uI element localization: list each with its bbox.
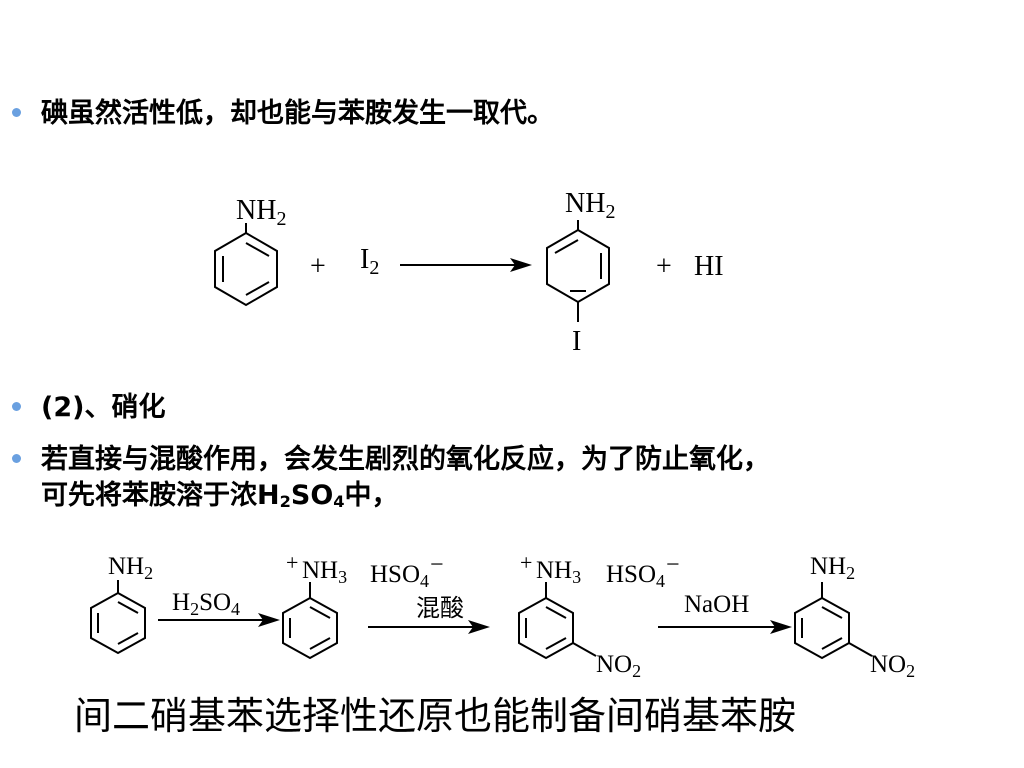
svg-text:HI: HI xyxy=(694,251,724,282)
bullet-text: 碘虽然活性低，却也能与苯胺发生一取代。 xyxy=(41,98,554,129)
svg-text:−: − xyxy=(430,552,444,578)
benzene-ring xyxy=(282,596,338,660)
svg-text:NH2: NH2 xyxy=(236,195,286,230)
bullet-iodination: 碘虽然活性低，却也能与苯胺发生一取代。 xyxy=(12,96,554,132)
svg-text:+: + xyxy=(286,550,298,575)
svg-text:NO2: NO2 xyxy=(596,651,641,681)
svg-text:NH2: NH2 xyxy=(565,188,615,223)
svg-text:HSO4: HSO4 xyxy=(370,561,429,591)
reaction-arrow-head xyxy=(770,620,792,634)
bullet-dot xyxy=(12,454,21,463)
benzene-ring xyxy=(518,596,574,660)
svg-text:I: I xyxy=(572,326,581,357)
bullet-text-line2: 可先将苯胺溶于浓H2SO4中， xyxy=(41,480,399,511)
h2so4-formula: H2SO4 xyxy=(257,480,345,511)
svg-text:NaOH: NaOH xyxy=(684,591,749,618)
bullet-nitration: (2)、硝化 xyxy=(12,390,165,426)
svg-text:混酸: 混酸 xyxy=(416,595,464,622)
bullet-text: (2)、硝化 xyxy=(41,392,166,423)
svg-text:NH3: NH3 xyxy=(302,557,347,587)
reaction-arrow-head xyxy=(510,258,532,272)
bullet-dot xyxy=(12,402,21,411)
svg-text:NH3: NH3 xyxy=(536,557,581,587)
svg-text:+: + xyxy=(520,550,532,575)
bullet-oxidation-note: 若直接与混酸作用，会发生剧烈的氧化反应，为了防止氧化， 可先将苯胺溶于浓H2SO… xyxy=(12,442,981,520)
reaction-nitration: NH2 H2SO4 + NH3 HSO4 − 混酸 + NH3 HSO4 − N… xyxy=(90,550,915,681)
bullet-dot xyxy=(12,108,21,117)
svg-text:H2SO4: H2SO4 xyxy=(172,589,240,619)
bullet-text-line1: 若直接与混酸作用，会发生剧烈的氧化反应，为了防止氧化， xyxy=(41,444,770,475)
benzene-ring xyxy=(214,231,278,307)
svg-text:I2: I2 xyxy=(360,244,379,279)
reaction-arrow-head xyxy=(258,613,280,627)
svg-text:+: + xyxy=(310,251,326,282)
reaction-arrow-head xyxy=(468,620,490,634)
reaction-iodination: NH2 + I2 NH2 I + HI xyxy=(214,188,724,357)
svg-text:NH2: NH2 xyxy=(108,553,153,583)
benzene-ring xyxy=(90,591,146,655)
svg-text:HSO4: HSO4 xyxy=(606,561,665,591)
footer-text: 间二硝基苯选择性还原也能制备间硝基苯胺 xyxy=(74,694,797,738)
svg-text:−: − xyxy=(666,552,680,578)
svg-text:NO2: NO2 xyxy=(870,651,915,681)
svg-text:NH2: NH2 xyxy=(810,553,855,583)
svg-text:+: + xyxy=(656,251,672,282)
benzene-ring xyxy=(794,596,850,660)
